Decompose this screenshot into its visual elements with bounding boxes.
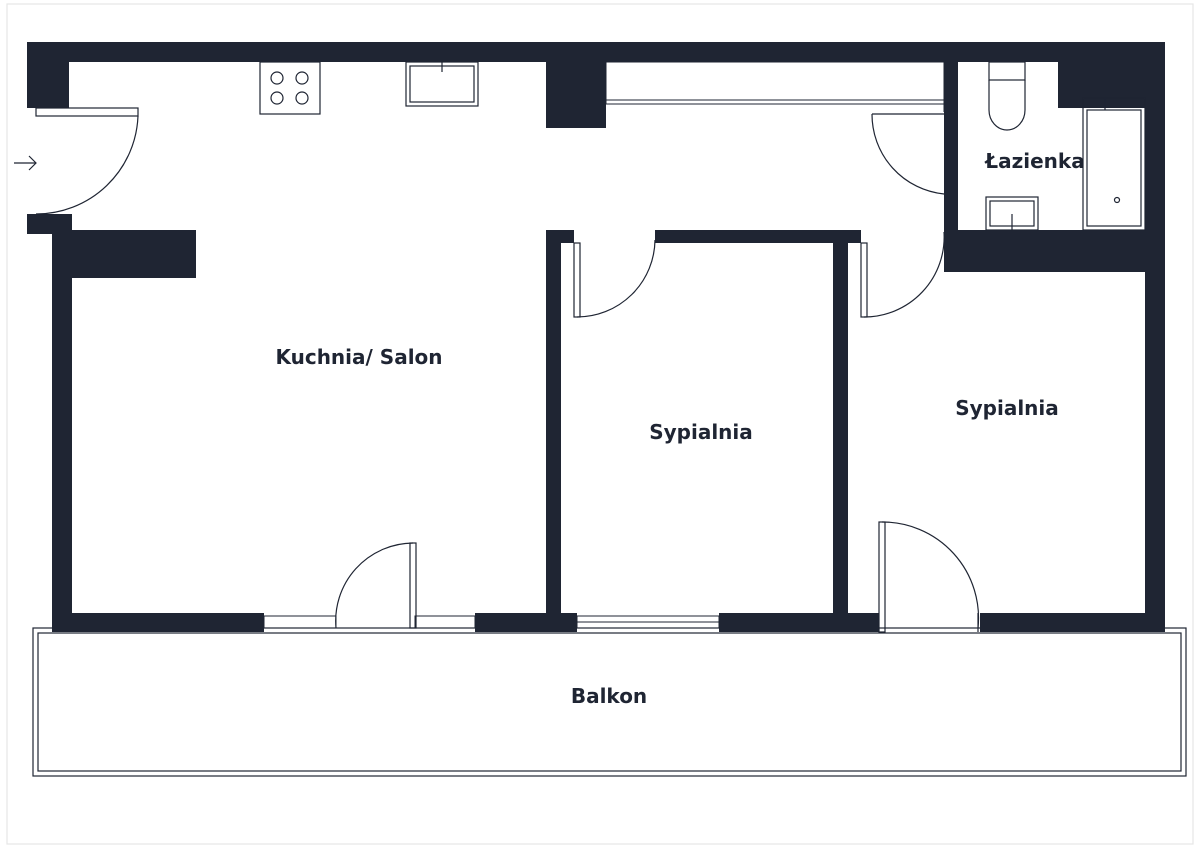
toilet-tank	[988, 61, 1026, 81]
wall-bottom-3	[719, 613, 879, 632]
bathtub-outer	[1082, 97, 1146, 231]
wall-bottom-1	[52, 613, 264, 632]
toilet-icon	[988, 61, 1026, 131]
fixtures	[259, 61, 1146, 231]
stove-icon	[259, 61, 321, 115]
wall-bedroom2-top-stub	[848, 230, 861, 243]
room-label-bathroom: Łazienka	[984, 149, 1084, 173]
window-living-1	[263, 615, 337, 629]
wall-bath-left	[944, 62, 958, 232]
wall-bedroom1-top	[546, 230, 574, 243]
toilet-bowl	[988, 80, 1026, 131]
bathroom-door-swing	[871, 113, 945, 195]
wall-bedroom-divider	[833, 230, 848, 632]
wall-top	[27, 42, 1165, 62]
walls	[27, 42, 1165, 632]
bedroom1-door-leaf	[573, 242, 581, 318]
entrance-door-swing	[35, 115, 139, 215]
entrance-arrow-head	[28, 155, 37, 171]
bedroom2-door-leaf	[860, 242, 868, 318]
bedroom1-door	[573, 239, 656, 318]
wall-bedroom1-top-right	[655, 230, 861, 243]
kitchen-sink-icon	[405, 61, 479, 107]
stove-burner-4	[295, 91, 309, 105]
bedroom2-balcony-door-swing	[881, 521, 980, 629]
bathtub-drain	[1113, 196, 1121, 204]
bedroom2-door	[860, 231, 945, 318]
page-frame	[6, 3, 1194, 845]
washbasin-icon	[985, 196, 1039, 231]
living-balcony-door-leaf	[409, 542, 417, 629]
bedroom1-door-swing	[576, 239, 656, 318]
bathtub-icon	[1082, 97, 1146, 231]
window-corridor-top	[605, 61, 945, 105]
stove-body	[259, 61, 321, 115]
wall-left-upper	[27, 42, 69, 108]
living-balcony-door	[335, 542, 417, 629]
bedroom2-door-swing	[863, 231, 945, 318]
bathtub-inner	[1086, 109, 1142, 227]
stove-burner-1	[270, 71, 284, 85]
wall-bottom-4	[980, 613, 1165, 632]
wall-right	[1145, 42, 1165, 632]
doors	[35, 107, 980, 633]
room-label-bedroom-1: Sypialnia	[649, 420, 753, 444]
windows	[263, 61, 945, 629]
wall-bath-bottom	[944, 230, 1165, 272]
room-label-balcony: Balkon	[571, 684, 647, 708]
room-label-living: Kuchnia/ Salon	[275, 345, 442, 369]
stove-burner-3	[270, 91, 284, 105]
wall-kitchen-block	[52, 230, 196, 278]
wall-bottom-2	[475, 613, 577, 632]
entrance-door	[35, 107, 139, 215]
bedroom2-balcony-door	[878, 521, 980, 633]
room-label-bedroom-2: Sypialnia	[955, 396, 1059, 420]
living-balcony-door-swing	[335, 542, 414, 629]
window-living-2	[414, 615, 476, 629]
wall-left	[52, 214, 72, 632]
wall-column	[546, 62, 606, 128]
bedroom2-balcony-door-leaf	[878, 521, 886, 633]
wall-mid-vertical	[546, 230, 561, 632]
bathroom-door	[871, 113, 945, 195]
entrance-door-leaf	[35, 107, 139, 117]
balcony-outline-inner	[37, 632, 1182, 772]
stove-burner-2	[295, 71, 309, 85]
entrance-arrow-icon	[14, 155, 37, 171]
